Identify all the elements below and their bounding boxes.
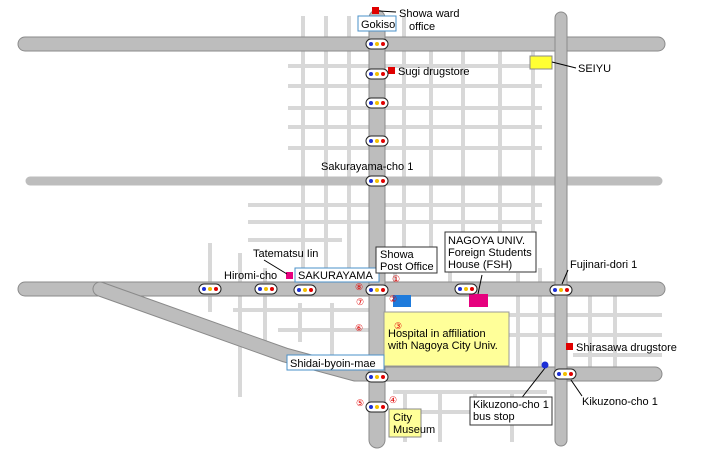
showa-post-office-label-2: Post Office	[380, 261, 434, 273]
showa-post-office-marker	[393, 295, 411, 307]
traffic-signal-icon	[365, 401, 389, 413]
leader-line	[561, 269, 569, 285]
showa-ward-office-label-1: Showa ward	[399, 8, 460, 20]
traffic-signal-icon	[365, 175, 389, 187]
exit-7: ⑦	[356, 297, 364, 307]
exit-6: ⑥	[355, 323, 363, 333]
bus-stop-marker	[541, 361, 549, 369]
traffic-signal-icon	[365, 284, 389, 296]
shirasawa-drugstore-label: Shirasawa drugstore	[576, 342, 677, 354]
leader-line	[570, 379, 583, 397]
exit-1: ①	[392, 274, 400, 284]
exit-3: ③	[394, 321, 402, 331]
seiyu-label: SEIYU	[578, 63, 611, 75]
traffic-signal-icon	[365, 371, 389, 383]
hiromi-cho-label: Hiromi-cho	[224, 270, 277, 282]
showa-post-office-box	[375, 246, 438, 274]
traffic-signal-icon	[365, 135, 389, 147]
city-museum	[388, 408, 422, 438]
station-sakurayama-box	[294, 267, 380, 283]
exit-8: ⑧	[355, 282, 363, 292]
city-museum-label-1: City	[393, 412, 412, 424]
traffic-signal-icon	[454, 283, 478, 295]
showa-post-office-label-1: Showa	[380, 249, 415, 261]
leader-line	[263, 259, 288, 275]
leader-line	[519, 367, 546, 401]
sugi-drugstore-marker	[388, 67, 395, 74]
leader-line	[378, 10, 397, 13]
fujinari-dori-1-label: Fujinari-dori 1	[570, 259, 637, 271]
tatematsu-iin-marker	[286, 272, 293, 279]
hospital-label-2: with Nagoya City Univ.	[387, 340, 498, 352]
subway-exits: ① ② ③ ④ ⑤ ⑥ ⑦ ⑧	[355, 274, 402, 408]
hospital-area	[383, 311, 510, 367]
station-gokiso-box	[357, 15, 397, 32]
traffic-signal-icon	[198, 283, 222, 295]
exit-5: ⑤	[356, 398, 364, 408]
traffic-signal-icon	[254, 283, 278, 295]
minor-roads	[208, 16, 662, 442]
bus-stop-box	[469, 396, 553, 426]
traffic-signal-icon	[553, 368, 577, 380]
traffic-signal-icon	[365, 97, 389, 109]
station-shidai-byoin-mae-label: Shidai-byoin-mae	[290, 358, 376, 370]
traffic-signal-icon	[549, 284, 573, 296]
exit-4: ④	[389, 395, 397, 405]
seiyu-store	[529, 55, 553, 70]
showa-ward-office-marker	[372, 7, 379, 14]
sakurayama-cho-1-label: Sakurayama-cho 1	[321, 161, 413, 173]
kikuzono-cho-1-label: Kikuzono-cho 1	[582, 396, 658, 408]
traffic-signals	[198, 38, 577, 413]
showa-ward-office-label-2: office	[409, 21, 435, 33]
fsh-box	[444, 231, 537, 273]
bus-stop-label-2: bus stop	[473, 411, 515, 423]
leader-line	[551, 61, 577, 69]
traffic-signal-icon	[365, 38, 389, 50]
bus-stop-label-1: Kikuzono-cho 1	[473, 399, 549, 411]
fsh-label-2: Foreign Students	[448, 247, 532, 259]
station-gokiso-label: Gokiso	[361, 19, 395, 31]
fsh-label-1: NAGOYA UNIV.	[448, 235, 525, 247]
city-museum-label-2: Museum	[393, 424, 435, 436]
tatematsu-iin-label: Tatematsu Iin	[253, 248, 318, 260]
sugi-drugstore-label: Sugi drugstore	[398, 66, 470, 78]
fsh-label-3: House (FSH)	[448, 259, 512, 271]
shirasawa-drugstore-marker	[566, 343, 573, 350]
fsh-marker	[469, 294, 488, 307]
exit-2: ②	[389, 294, 397, 304]
station-sakurayama-label: SAKURAYAMA	[298, 270, 373, 282]
leader-line	[477, 274, 483, 295]
hospital-label-1: Hospital in affiliation	[388, 328, 486, 340]
station-shidai-byoin-mae-box	[286, 354, 385, 371]
traffic-signal-icon	[293, 284, 317, 296]
traffic-signal-icon	[365, 68, 389, 80]
